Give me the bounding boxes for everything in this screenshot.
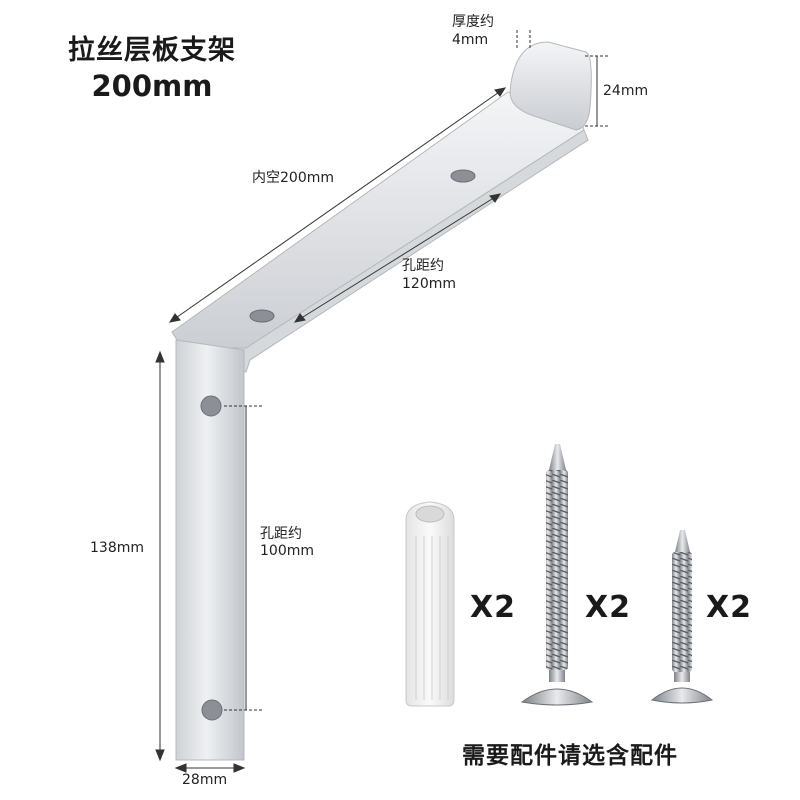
inner-length-value: 内空200mm bbox=[252, 170, 334, 186]
side-hole-2 bbox=[201, 699, 223, 721]
thickness-label: 厚度约 bbox=[452, 14, 494, 30]
top-hole-1 bbox=[249, 309, 275, 323]
accessory-caption: 需要配件请选含配件 bbox=[462, 743, 678, 769]
long-screw-quantity: X2 bbox=[585, 590, 632, 625]
thickness-value: 4mm bbox=[452, 32, 489, 48]
height-value: 24mm bbox=[603, 83, 649, 99]
top-hole-2 bbox=[450, 169, 476, 183]
short-screw-quantity: X2 bbox=[706, 590, 753, 625]
side-length-value: 138mm bbox=[90, 540, 144, 556]
bracket-top-arm bbox=[171, 91, 585, 363]
top-hole-label: 孔距约 bbox=[402, 258, 444, 274]
title-line2: 200mm bbox=[91, 68, 213, 103]
side-hole-1 bbox=[200, 395, 222, 417]
product-title: 拉丝层板支架 200mm bbox=[52, 34, 252, 104]
top-hole-value: 120mm bbox=[402, 276, 456, 292]
long-screw-image bbox=[520, 444, 594, 706]
side-hole-value: 100mm bbox=[260, 543, 314, 559]
short-screw-image bbox=[650, 530, 714, 704]
l-bracket bbox=[171, 41, 592, 761]
side-hole-label: 孔距约 bbox=[260, 526, 302, 542]
dimension-lines bbox=[155, 30, 608, 773]
width-value: 28mm bbox=[182, 772, 228, 788]
title-line1: 拉丝层板支架 bbox=[68, 35, 236, 66]
bracket-vertical-leg bbox=[175, 339, 245, 761]
anchor-quantity: X2 bbox=[470, 590, 517, 625]
wall-anchor-image bbox=[405, 501, 455, 707]
